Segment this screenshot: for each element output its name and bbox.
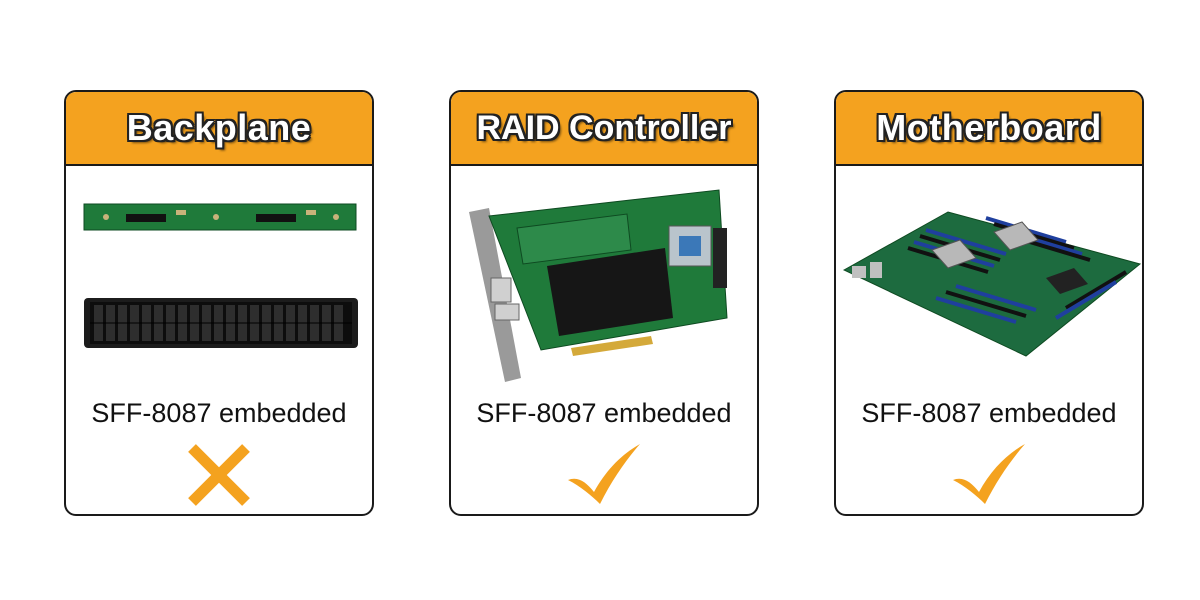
card-caption: SFF-8087 embedded (91, 398, 347, 428)
card-backplane: Backplane (64, 90, 374, 516)
card-caption: SFF-8087 embedded (476, 398, 732, 428)
backplane-image (66, 168, 372, 388)
card-header: Motherboard (836, 92, 1142, 166)
card-title: Motherboard (876, 107, 1102, 148)
checkmark-icon (564, 442, 644, 508)
card-title: RAID Controller (476, 108, 732, 147)
motherboard-image (836, 168, 1142, 388)
card-header: RAID Controller (451, 92, 757, 166)
card-title: Backplane (126, 107, 312, 148)
card-motherboard: Motherboard (834, 90, 1144, 516)
cross-icon (184, 442, 254, 508)
checkmark-icon (949, 442, 1029, 508)
card-header: Backplane (66, 92, 372, 166)
card-caption: SFF-8087 embedded (861, 398, 1117, 428)
raid-controller-image (451, 168, 757, 388)
card-raid-controller: RAID Controller SFF-8087 embedded (449, 90, 759, 516)
